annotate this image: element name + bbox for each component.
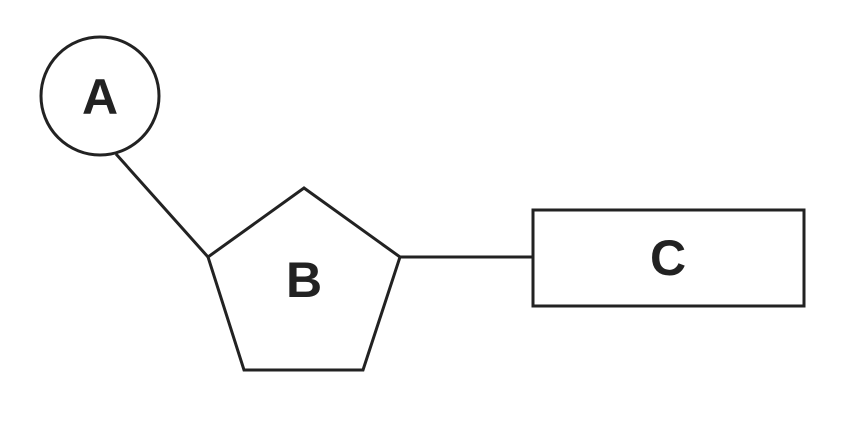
connector-a-b <box>114 153 210 258</box>
rectangle-c <box>531 208 806 308</box>
pentagon-b <box>206 186 402 372</box>
label-c: C <box>650 230 686 286</box>
label-b: B <box>286 252 322 308</box>
circle-a <box>39 35 161 157</box>
label-a: A <box>82 69 118 125</box>
